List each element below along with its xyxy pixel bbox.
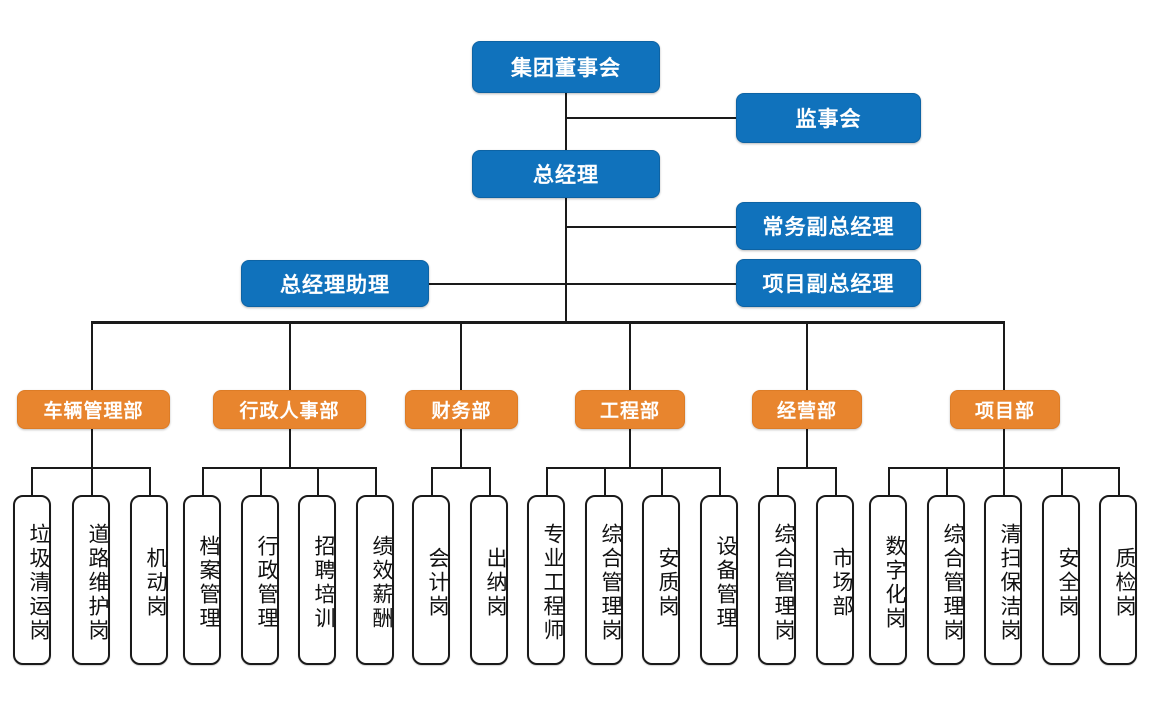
- node-position-professional-engineer[interactable]: 专业工程师: [527, 495, 565, 665]
- node-position-digitalization[interactable]: 数字化岗: [869, 495, 907, 665]
- connector-drop-dept-3: [460, 321, 462, 390]
- connector-dept2-child-2: [260, 467, 262, 495]
- node-department-admin-hr[interactable]: 行政人事部: [213, 390, 366, 429]
- node-project-deputy-gm[interactable]: 项目副总经理: [736, 259, 921, 307]
- node-department-vehicle-management[interactable]: 车辆管理部: [17, 390, 170, 429]
- node-position-safety-quality[interactable]: 安质岗: [642, 495, 680, 665]
- connector-dept3-stem: [460, 428, 462, 467]
- node-position-safety[interactable]: 安全岗: [1042, 495, 1080, 665]
- node-executive-deputy-gm[interactable]: 常务副总经理: [736, 202, 921, 250]
- node-position-garbage-transport[interactable]: 垃圾清运岗: [13, 495, 51, 665]
- connector-drop-dept-1: [91, 321, 93, 390]
- connector-department-bus: [91, 321, 1003, 324]
- connector-to-gm-assistant: [428, 283, 567, 285]
- connector-dept6-child-3: [1003, 467, 1005, 495]
- connector-drop-dept-2: [289, 321, 291, 390]
- node-position-performance-compensation[interactable]: 绩效薪酬: [356, 495, 394, 665]
- node-gm-assistant[interactable]: 总经理助理: [241, 260, 429, 307]
- connector-dept6-child-1: [888, 467, 890, 495]
- node-position-operations-general-management[interactable]: 综合管理岗: [758, 495, 796, 665]
- connector-dept4-child-3: [661, 467, 663, 495]
- connector-dept1-child-1: [31, 467, 33, 495]
- connector-dept4-child-2: [604, 467, 606, 495]
- connector-dept3-child-2: [489, 467, 491, 495]
- node-position-cashier[interactable]: 出纳岗: [470, 495, 508, 665]
- connector-dept5-bar: [777, 467, 836, 469]
- connector-gm-down: [565, 197, 567, 321]
- connector-drop-dept-4: [629, 321, 631, 390]
- connector-to-supervisory-board: [565, 117, 737, 119]
- node-supervisory-board[interactable]: 监事会: [736, 93, 921, 143]
- node-position-equipment-management[interactable]: 设备管理: [700, 495, 738, 665]
- connector-dept2-child-3: [317, 467, 319, 495]
- node-position-marketing[interactable]: 市场部: [816, 495, 854, 665]
- node-department-finance[interactable]: 财务部: [405, 390, 518, 429]
- connector-to-exec-deputy-gm: [565, 226, 737, 228]
- connector-dept4-stem: [629, 428, 631, 467]
- connector-dept6-child-4: [1061, 467, 1063, 495]
- node-position-archive-management[interactable]: 档案管理: [183, 495, 221, 665]
- connector-dept6-stem: [1003, 428, 1005, 467]
- node-position-recruitment-training[interactable]: 招聘培训: [298, 495, 336, 665]
- connector-dept1-child-3: [149, 467, 151, 495]
- connector-drop-dept-6: [1003, 321, 1005, 390]
- node-position-project-general-management[interactable]: 综合管理岗: [927, 495, 965, 665]
- node-position-quality-inspection[interactable]: 质检岗: [1099, 495, 1137, 665]
- connector-dept4-child-4: [719, 467, 721, 495]
- connector-dept6-child-5: [1118, 467, 1120, 495]
- connector-dept5-stem: [806, 428, 808, 467]
- connector-dept2-child-1: [202, 467, 204, 495]
- node-position-accounting[interactable]: 会计岗: [412, 495, 450, 665]
- connector-dept1-bar: [31, 467, 150, 469]
- connector-dept4-child-1: [546, 467, 548, 495]
- node-position-engineering-general-management[interactable]: 综合管理岗: [585, 495, 623, 665]
- connector-dept2-stem: [289, 428, 291, 467]
- connector-dept5-child-1: [777, 467, 779, 495]
- connector-board-down: [565, 92, 567, 152]
- node-department-project[interactable]: 项目部: [950, 390, 1060, 429]
- connector-dept6-child-2: [946, 467, 948, 495]
- node-department-engineering[interactable]: 工程部: [575, 390, 685, 429]
- connector-dept2-child-4: [375, 467, 377, 495]
- connector-dept1-child-2: [91, 467, 93, 495]
- node-position-road-maintenance[interactable]: 道路维护岗: [72, 495, 110, 665]
- node-position-mobile-duty[interactable]: 机动岗: [130, 495, 168, 665]
- connector-dept5-child-2: [835, 467, 837, 495]
- node-position-cleaning-sanitation[interactable]: 清扫保洁岗: [984, 495, 1022, 665]
- connector-to-project-deputy-gm: [565, 283, 737, 285]
- connector-dept1-stem: [91, 428, 93, 467]
- node-general-manager[interactable]: 总经理: [472, 150, 660, 198]
- node-board-of-directors[interactable]: 集团董事会: [472, 41, 660, 93]
- connector-dept4-bar: [546, 467, 720, 469]
- connector-dept3-bar: [431, 467, 490, 469]
- connector-drop-dept-5: [806, 321, 808, 390]
- node-position-admin-management[interactable]: 行政管理: [241, 495, 279, 665]
- node-department-operations[interactable]: 经营部: [752, 390, 862, 429]
- connector-dept3-child-1: [431, 467, 433, 495]
- connector-dept2-bar: [202, 467, 376, 469]
